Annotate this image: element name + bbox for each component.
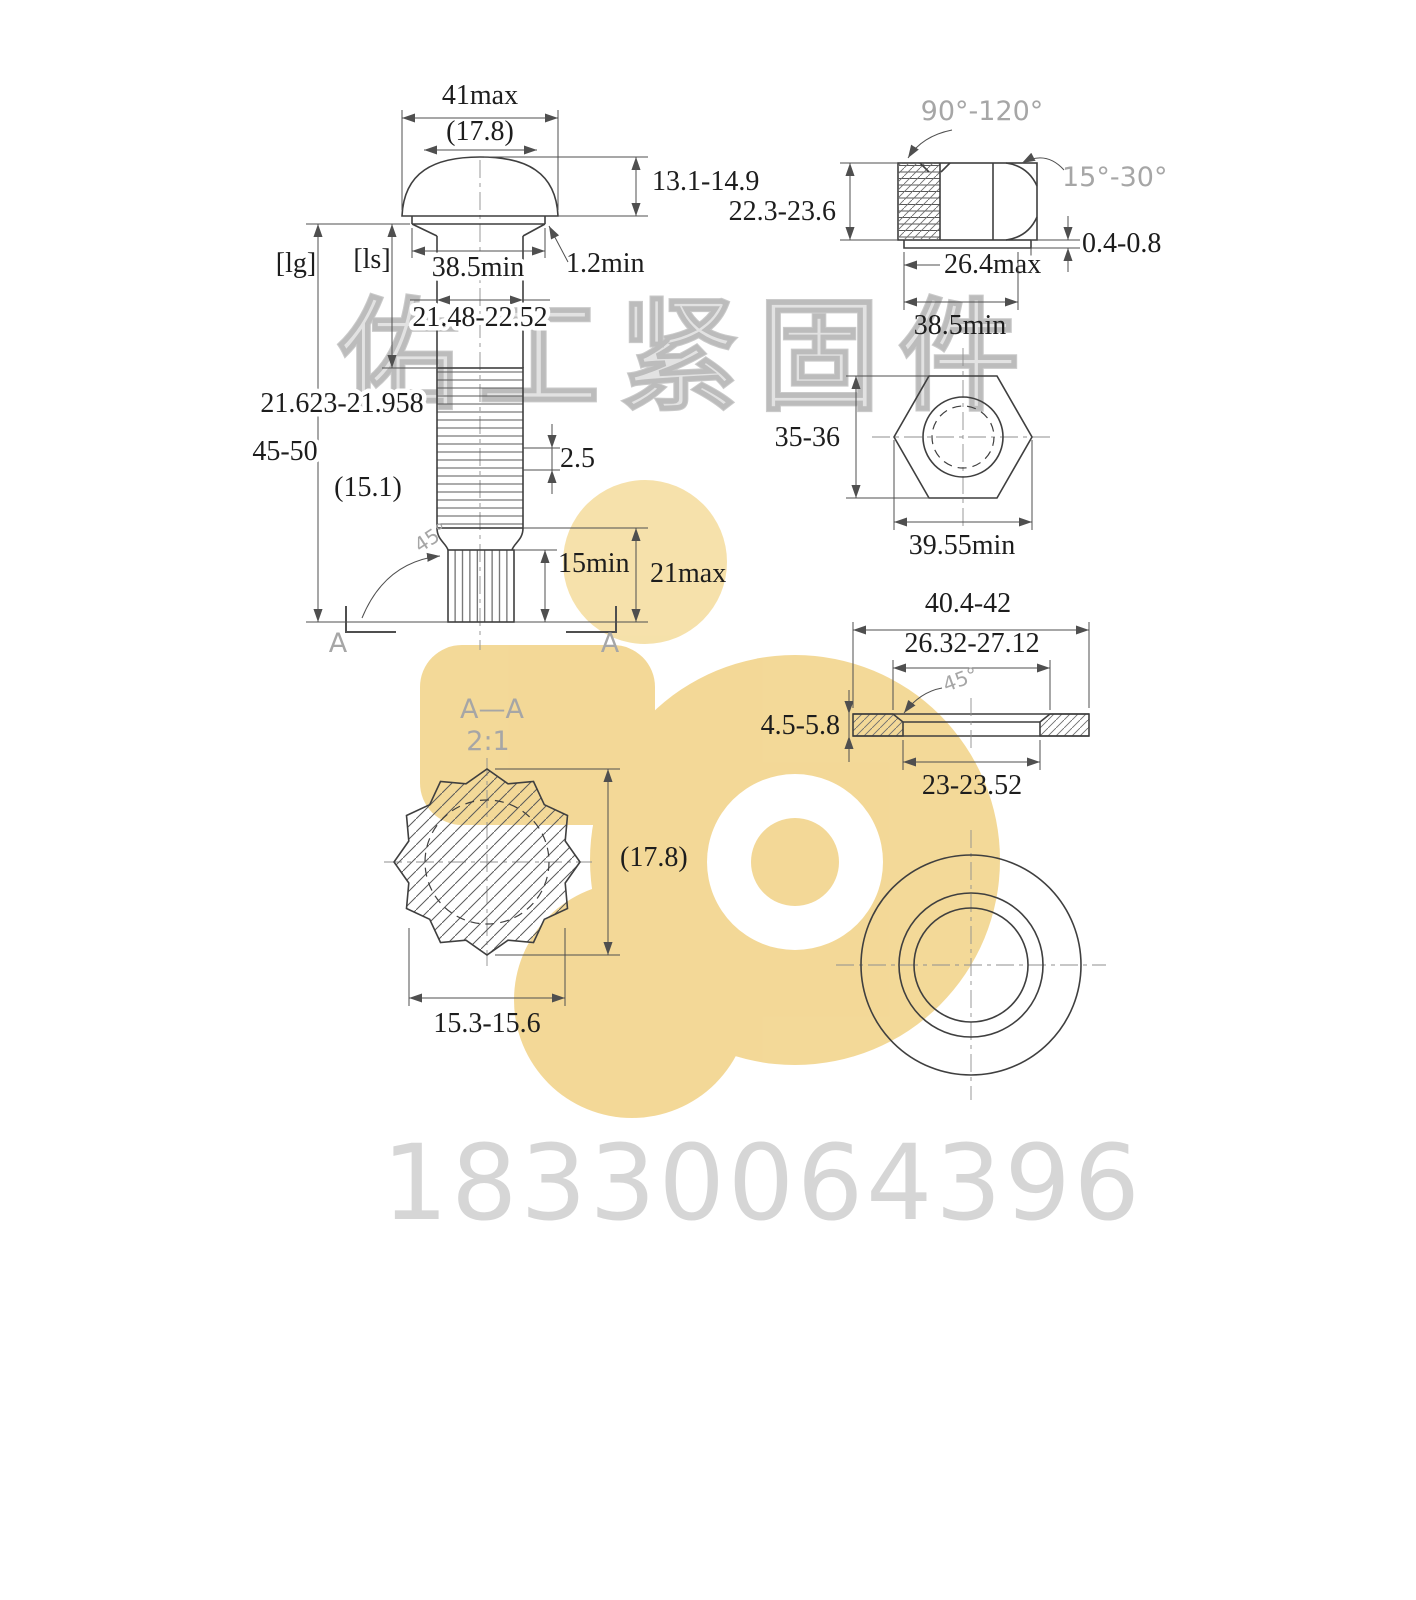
section-cut-line-right <box>566 606 617 633</box>
dim-washer-thickness: 4.5-5.8 <box>761 710 840 741</box>
dim-body-diameter: 21.48-22.52 <box>412 302 547 333</box>
washer-chamfer-circle <box>898 892 1044 1038</box>
dim-washer-outer-diameter: 40.4-42 <box>925 588 1011 619</box>
logo-ring-core <box>751 818 839 906</box>
phone-watermark: 18330064396 <box>382 1122 1143 1244</box>
dim-washer-chamfer-diameter: 26.32-27.12 <box>904 628 1039 659</box>
nut-top-dimensions: 35-36 39.55min <box>775 375 1033 561</box>
washer-outer-circle <box>860 854 1082 1076</box>
logo-circle-bottom <box>514 882 750 1118</box>
logo-circle-top <box>563 480 727 644</box>
section-mark-left: A <box>329 628 348 659</box>
bolt-head-dome <box>401 156 559 217</box>
bolt-spline-tip <box>447 549 515 623</box>
dim-across-corners: 39.55min <box>909 530 1016 561</box>
dim-nut-chamfer-angle: 15°-30° <box>1062 162 1167 193</box>
section-aa-dimensions: (17.8) 15.3-15.6 <box>408 768 688 1039</box>
dim-head-diameter: 41max <box>442 80 518 111</box>
dim-tip-length: 21max <box>650 558 726 589</box>
section-title: A—A <box>460 694 524 725</box>
nut-top-view <box>872 348 1054 526</box>
dim-nut-height: 22.3-23.6 <box>729 196 836 227</box>
dim-nut-washer-face-height: 0.4-0.8 <box>1082 228 1161 259</box>
nut-side-view <box>897 162 1038 249</box>
dim-countersink-angle: 90°-120° <box>921 96 1044 127</box>
section-cut-line-left <box>345 606 396 633</box>
section-scale: 2:1 <box>466 726 509 757</box>
nut-washer-face <box>903 240 1032 249</box>
dim-bolt-length: 45-50 <box>252 436 317 467</box>
dim-grip-label: [lg] <box>276 248 316 279</box>
dim-shank-label: [ls] <box>353 244 390 275</box>
washer-hatch-right <box>1039 713 1090 737</box>
bolt-thread-zone <box>436 367 524 529</box>
nut-thread-circle <box>931 405 995 469</box>
dim-nut-bearing-diameter: 38.5min <box>914 310 1007 341</box>
dim-thread-pitch: 2.5 <box>560 443 595 474</box>
dim-washer-hole-diameter: 23-23.52 <box>922 770 1022 801</box>
bolt-dimensions: 41max (17.8) 13.1-14.9 38.5min 1.2min 21… <box>248 80 759 659</box>
spline-root-circle <box>424 799 550 925</box>
dim-spline-diameter-ref: (17.8) <box>446 116 514 147</box>
dim-spline-root-diameter: 15.3-15.6 <box>433 1008 540 1039</box>
dim-thread-diameter: 21.623-21.958 <box>260 388 423 419</box>
dim-spline-od-ref: (17.8) <box>620 842 688 873</box>
dim-head-height: 13.1-14.9 <box>652 166 759 197</box>
dim-thread-length-ref: (15.1) <box>334 472 402 503</box>
bolt-side-view <box>401 156 559 650</box>
nut-side-dimensions: 90°-120° 15°-30° 22.3-23.6 0.4-0.8 26.4m… <box>729 96 1168 341</box>
section-mark-right: A <box>601 628 620 659</box>
logo-watermark <box>420 480 1000 1118</box>
dim-across-flats: 35-36 <box>775 422 840 453</box>
nut-bore-circle <box>922 396 1004 478</box>
washer-hole-circle <box>913 907 1029 1023</box>
dim-nut-washer-face-diameter: 26.4max <box>944 249 1041 280</box>
washer-hatch-left <box>852 713 904 737</box>
dim-washer-face-height: 1.2min <box>566 248 645 279</box>
dim-spline-length: 15min <box>558 548 630 579</box>
dim-bearing-diameter: 38.5min <box>432 252 525 283</box>
washer-top-view <box>836 830 1106 1100</box>
section-aa-view: A—A 2:1 <box>384 694 592 966</box>
spline-section-profile <box>393 768 581 956</box>
washer-side-view <box>852 698 1090 752</box>
dim-washer-chamfer-angle: 45° <box>940 662 982 697</box>
